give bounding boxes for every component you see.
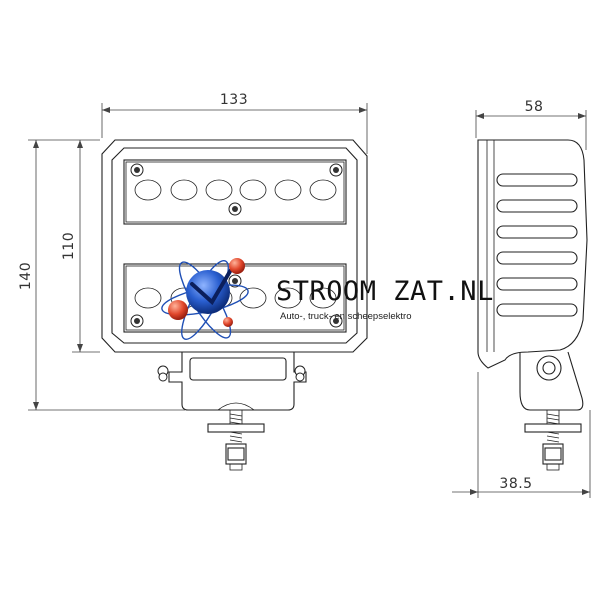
side-view: 58 38.5 [452,99,591,498]
brand-tagline: Auto-, truck- en scheepselektro [280,311,411,322]
dimension-label-133: 133 [220,92,248,108]
dimension-label-58: 58 [525,99,544,115]
dimension-label-110: 110 [61,232,77,260]
stroomzat-logo: STROOM ZAT.NL Auto-, truck- en scheepsel… [161,258,494,340]
screw-icons [130,163,343,328]
cooling-fins [496,173,578,317]
atom-logo-icon [161,258,249,340]
front-view: 133 140 110 [18,92,368,471]
dimension-height-110 [72,140,100,353]
dimension-depth-58 [475,110,587,150]
side-mounting-bracket [519,351,584,471]
dimension-bracket-38-5 [452,372,591,498]
dimension-label-140: 140 [18,262,34,290]
dimension-width-133 [101,103,368,154]
dimension-label-38-5: 38.5 [499,476,532,492]
brand-name: STROOM ZAT.NL [276,276,494,307]
upper-led-row [134,179,337,201]
front-mounting-bracket [157,352,307,471]
dimension-height-140 [28,139,185,411]
